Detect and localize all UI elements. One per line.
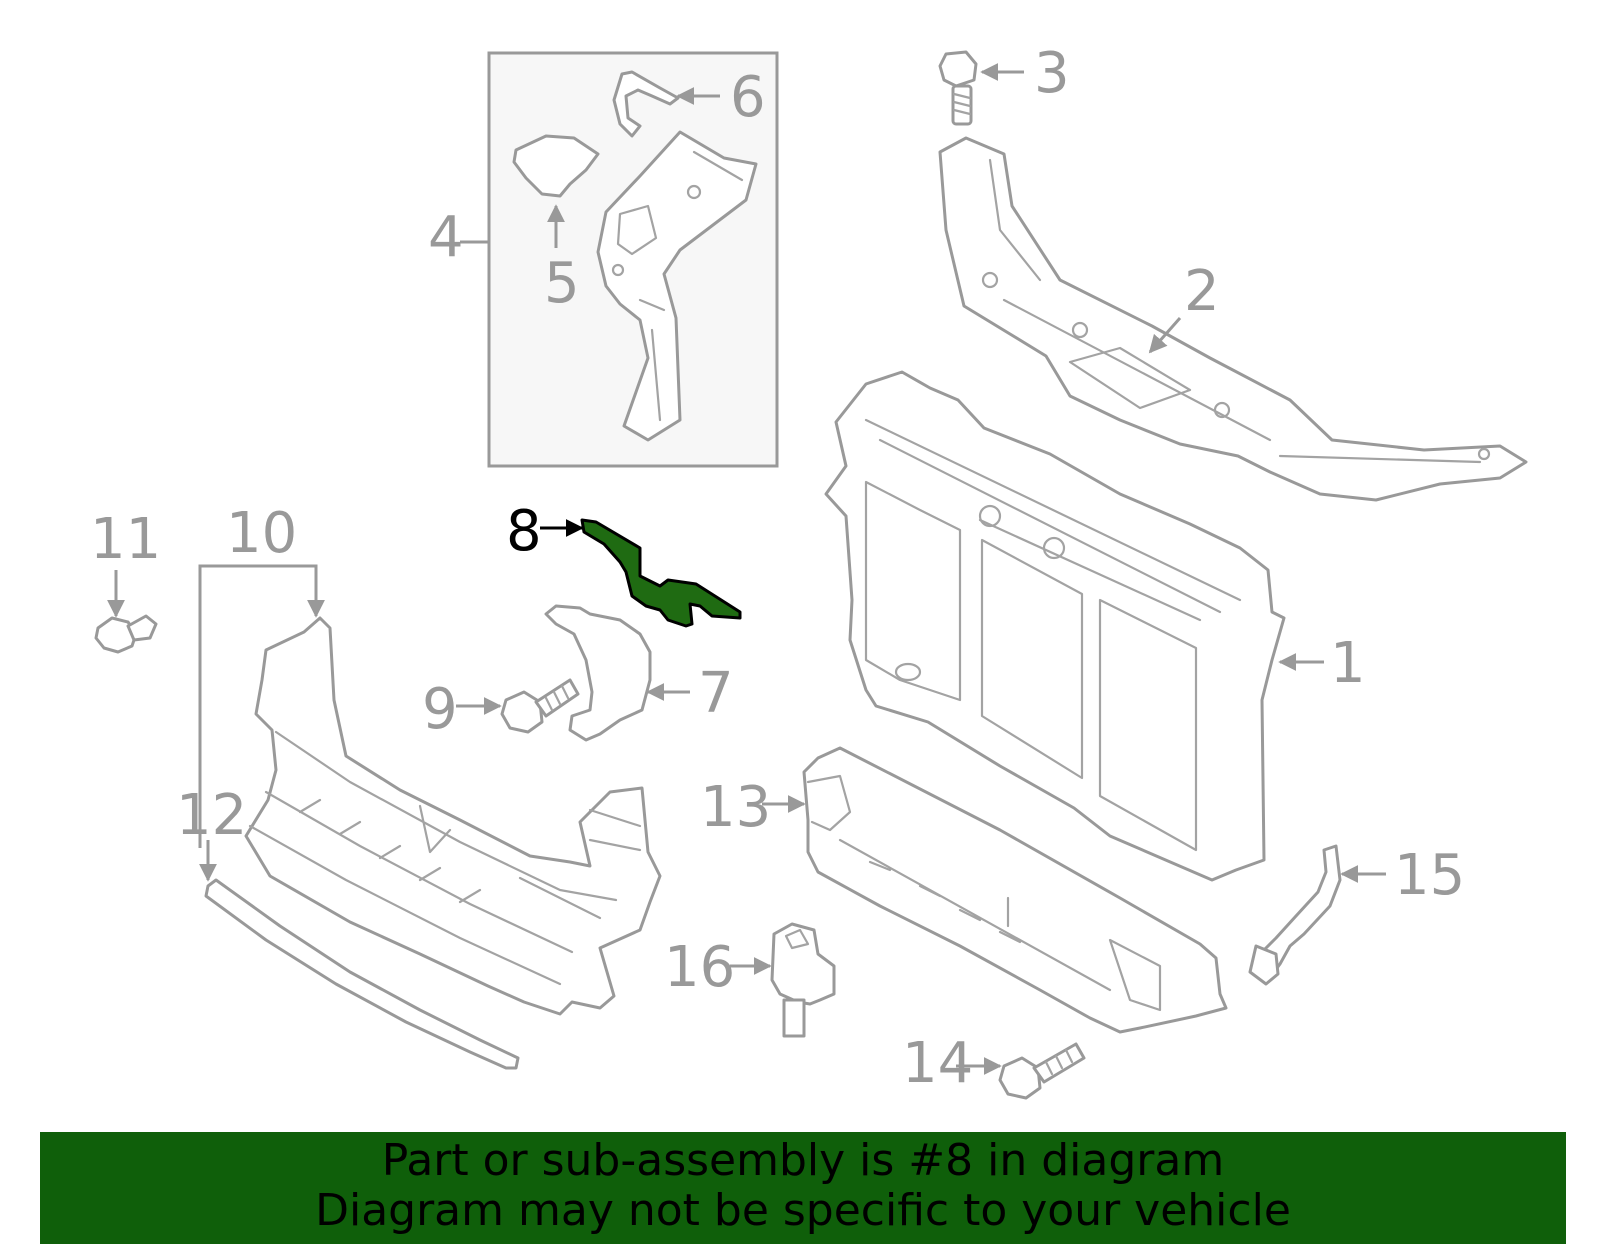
banner-line-2: Diagram may not be specific to your vehi… [315,1185,1291,1236]
part-10-air-guide [244,616,662,1016]
callout-line-10 [198,564,325,848]
part-3-bolt [938,50,978,126]
callout-4: 4 [428,205,464,270]
callout-14: 14 [902,1031,973,1096]
callout-11: 11 [90,507,161,572]
part-1-bolt-b [1042,536,1066,560]
part-13-detail [806,774,1162,1012]
part-1-hole [894,662,922,682]
callout-5: 5 [544,251,580,316]
part-11-clip [94,614,158,654]
part-1-top-rail [864,418,1242,622]
callout-15: 15 [1394,843,1465,908]
part-2-upper-tie-bar [938,136,1528,502]
part-2-detail [988,158,1482,464]
part-1-inner-right [1098,598,1198,852]
part-13-lower-deflector [802,746,1228,1034]
callout-6: 6 [730,65,766,130]
callout-10: 10 [226,501,297,566]
part-14-bolt [998,1042,1086,1100]
callout-2: 2 [1184,259,1220,324]
part-5-plate [512,134,600,198]
part-6-bracket [612,70,680,138]
part-1-radiator-support [824,370,1286,882]
callout-12: 12 [176,783,247,848]
callout-7: 7 [698,661,734,726]
callout-13: 13 [700,775,771,840]
part-4-hole-b [611,263,625,277]
part-2-hole-b [1071,321,1089,339]
callout-16: 16 [664,935,735,1000]
part-1-bolt-a [978,504,1002,528]
callout-9: 9 [422,677,458,742]
part-4-hole [686,184,702,200]
callout-8: 8 [506,499,542,564]
part-15-sensor [1248,844,1342,986]
part-1-inner-mid [980,538,1084,780]
banner-line-1: Part or sub-assembly is #8 in diagram [381,1135,1225,1186]
part-12-strip [204,878,520,1070]
part-8-bracket-highlight [580,518,742,628]
info-banner: Part or sub-assembly is #8 in diagram Di… [40,1132,1566,1244]
callout-3: 3 [1034,41,1070,106]
callout-1: 1 [1330,631,1366,696]
part-9-bolt [500,678,580,734]
part-2-hole-c [1213,401,1231,419]
part-16-sensor [770,922,836,1038]
part-4-detail [616,150,744,422]
callout-line-2 [1148,317,1182,354]
part-2-hole-a [981,271,999,289]
part-7-bracket [544,604,652,742]
part-10-detail [248,730,642,986]
part-1-inner-left [864,480,962,702]
part-2-hole-d [1477,447,1491,461]
